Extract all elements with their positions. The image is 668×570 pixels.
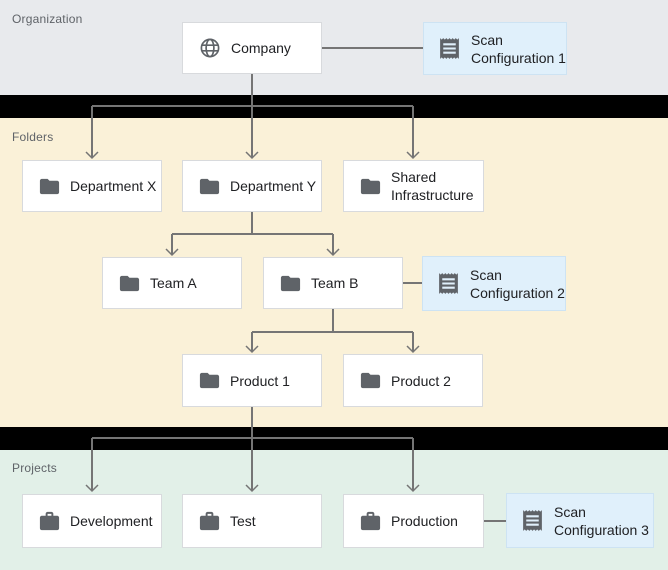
node-test: Test xyxy=(182,494,322,548)
node-development: Development xyxy=(22,494,162,548)
node-scan-config-3: Scan Configuration 3 xyxy=(506,493,654,548)
node-product-1: Product 1 xyxy=(182,354,322,407)
node-department-x: Department X xyxy=(22,160,162,212)
folder-icon xyxy=(38,175,61,198)
globe-icon xyxy=(198,36,222,60)
section-label-projects: Projects xyxy=(12,461,57,475)
folder-icon xyxy=(198,175,221,198)
node-shared-infrastructure-label: Shared Infrastructure xyxy=(391,169,474,203)
section-label-organization: Organization xyxy=(12,12,83,26)
folder-icon xyxy=(198,369,221,392)
node-team-b-label: Team B xyxy=(311,275,359,291)
node-production: Production xyxy=(343,494,484,548)
section-organization xyxy=(0,0,668,95)
receipt-icon xyxy=(436,271,461,296)
briefcase-icon xyxy=(38,510,61,533)
divider-bar-bottom xyxy=(0,427,668,450)
receipt-icon xyxy=(437,36,462,61)
section-label-folders: Folders xyxy=(12,130,54,144)
node-company-label: Company xyxy=(231,40,291,56)
node-team-a-label: Team A xyxy=(150,275,197,291)
divider-bar-top xyxy=(0,95,668,118)
briefcase-icon xyxy=(198,510,221,533)
folder-icon xyxy=(118,272,141,295)
node-scan-config-2: Scan Configuration 2 xyxy=(422,256,566,311)
node-product-1-label: Product 1 xyxy=(230,372,290,389)
node-development-label: Development xyxy=(70,513,153,529)
node-product-2-label: Product 2 xyxy=(391,372,451,389)
node-shared-infrastructure: Shared Infrastructure xyxy=(343,160,484,212)
folder-icon xyxy=(359,369,382,392)
scan-config-1-label: Scan Configuration 1 xyxy=(471,31,566,66)
scan-config-2-label: Scan Configuration 2 xyxy=(470,266,565,301)
node-product-2: Product 2 xyxy=(343,354,483,407)
scan-config-3-label: Scan Configuration 3 xyxy=(554,503,649,538)
node-team-a: Team A xyxy=(102,257,242,309)
node-department-y-label: Department Y xyxy=(230,178,317,194)
receipt-icon xyxy=(520,508,545,533)
folder-icon xyxy=(279,272,302,295)
node-department-x-label: Department X xyxy=(70,178,157,194)
node-department-y: Department Y xyxy=(182,160,322,212)
node-production-label: Production xyxy=(391,513,458,529)
folder-icon xyxy=(359,175,382,198)
node-team-b: Team B xyxy=(263,257,403,309)
node-company: Company xyxy=(182,22,322,74)
briefcase-icon xyxy=(359,510,382,533)
node-scan-config-1: Scan Configuration 1 xyxy=(423,22,567,75)
node-test-label: Test xyxy=(230,513,256,529)
